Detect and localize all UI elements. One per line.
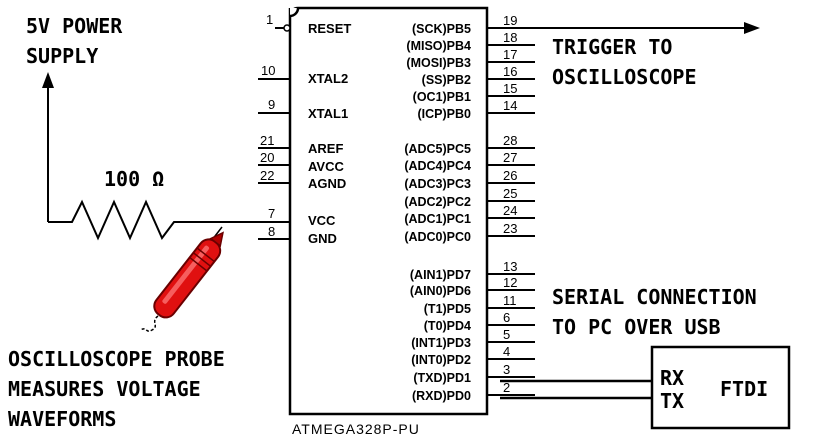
pin-num-24: 24 — [503, 203, 517, 218]
pin-num-7: 7 — [268, 206, 275, 221]
ftdi-label: FTDI — [720, 377, 768, 401]
pin-num-23: 23 — [503, 221, 517, 236]
pin-label-adc2-pc2: (ADC2)PC2 — [404, 195, 471, 209]
pin-label-oc1-pb1: (OC1)PB1 — [413, 90, 471, 104]
right-pin-group: 19 (SCK)PB5 18 (MISO)PB4 17 (MOSI)PB3 16 (SS)PB… — [404, 13, 535, 403]
pin-num-19: 19 — [503, 13, 517, 28]
pin-label-xtal1: XTAL1 — [308, 106, 348, 121]
trigger-label-line1: TRIGGER TO — [552, 35, 672, 59]
pin-label-vcc: VCC — [308, 213, 336, 228]
pin-num-10: 10 — [261, 63, 275, 78]
probe-label-line2: MEASURES VOLTAGE — [8, 377, 201, 401]
ftdi-box — [650, 345, 791, 430]
pin-label-sck-pb5: (SCK)PB5 — [412, 22, 471, 36]
pin-label-xtal2: XTAL2 — [308, 71, 348, 86]
pin-label-rxd-pd0: (RXD)PD0 — [412, 389, 471, 403]
pin-label-adc5-pc5: (ADC5)PC5 — [404, 142, 471, 156]
pin-label-ain1-pd7: (AIN1)PD7 — [410, 268, 471, 282]
pin-label-int1-pd3: (INT1)PD3 — [411, 336, 471, 350]
ftdi-tx-label: TX — [660, 389, 684, 413]
pin-num-9: 9 — [268, 97, 275, 112]
pin-label-ss-pb2: (SS)PB2 — [422, 73, 471, 87]
pin-num-14: 14 — [503, 98, 517, 113]
pin-num-11: 11 — [503, 293, 517, 308]
pin-num-21: 21 — [260, 133, 274, 148]
chip-body — [288, 6, 489, 416]
pin-num-2: 2 — [503, 380, 510, 395]
pin-num-25: 25 — [503, 186, 517, 201]
pin-label-agnd: AGND — [308, 176, 346, 191]
pin-label-miso-pb4: (MISO)PB4 — [406, 39, 471, 53]
pin-num-13: 13 — [503, 259, 517, 274]
pin-label-reset: RESET — [308, 21, 351, 36]
serial-label-line1: SERIAL CONNECTION — [552, 285, 757, 309]
pin-num-15: 15 — [503, 81, 517, 96]
pin-num-12: 12 — [503, 275, 517, 290]
pin-num-22: 22 — [260, 168, 274, 183]
pin-num-3: 3 — [503, 362, 510, 377]
pin-label-adc0-pc0: (ADC0)PC0 — [404, 230, 471, 244]
pin-label-adc3-pc3: (ADC3)PC3 — [404, 177, 471, 191]
power-label-line1: 5V POWER — [26, 14, 123, 38]
probe-label-line3: WAVEFORMS — [8, 407, 116, 431]
pin-num-5: 5 — [503, 327, 510, 342]
pin-num-26: 26 — [503, 168, 517, 183]
chip-name: ATMEGA328P-PU — [292, 421, 420, 437]
pin-label-txd-pd1: (TXD)PD1 — [413, 371, 471, 385]
pin-num-6: 6 — [503, 310, 510, 325]
pin-label-ain0-pd6: (AIN0)PD6 — [410, 284, 471, 298]
pin-num-1: 1 — [266, 12, 273, 27]
probe-label-line1: OSCILLOSCOPE PROBE — [8, 347, 225, 371]
pin-label-icp-pb0: (ICP)PB0 — [418, 107, 472, 121]
pin-label-avcc: AVCC — [308, 159, 344, 174]
pin-label-aref: AREF — [308, 141, 343, 156]
pin-num-18: 18 — [503, 30, 517, 45]
trigger-wire — [500, 22, 760, 34]
pin-label-int0-pd2: (INT0)PD2 — [411, 353, 471, 367]
pin-label-t0-pd4: (T0)PD4 — [424, 319, 471, 333]
ftdi-rx-label: RX — [660, 366, 684, 390]
serial-label-line2: TO PC OVER USB — [552, 315, 721, 339]
pin-label-adc1-pc1: (ADC1)PC1 — [404, 212, 471, 226]
pin-num-4: 4 — [503, 344, 510, 359]
pin-num-20: 20 — [260, 150, 274, 165]
resistor-label: 100 Ω — [104, 167, 164, 191]
pin-num-8: 8 — [268, 224, 275, 239]
pin-num-28: 28 — [503, 133, 517, 148]
pin-label-gnd: GND — [308, 231, 337, 246]
power-supply-wire — [42, 72, 290, 241]
serial-wires — [500, 379, 652, 400]
oscilloscope-probe-icon — [139, 226, 224, 332]
pin-label-t1-pd5: (T1)PD5 — [424, 302, 471, 316]
pin-num-16: 16 — [503, 64, 517, 79]
trigger-label-line2: OSCILLOSCOPE — [552, 65, 697, 89]
pin-num-17: 17 — [503, 47, 517, 62]
pin-label-mosi-pb3: (MOSI)PB3 — [406, 56, 471, 70]
pin-label-adc4-pc4: (ADC4)PC4 — [404, 159, 471, 173]
power-label-line2: SUPPLY — [26, 44, 98, 68]
pin-num-27: 27 — [503, 150, 517, 165]
